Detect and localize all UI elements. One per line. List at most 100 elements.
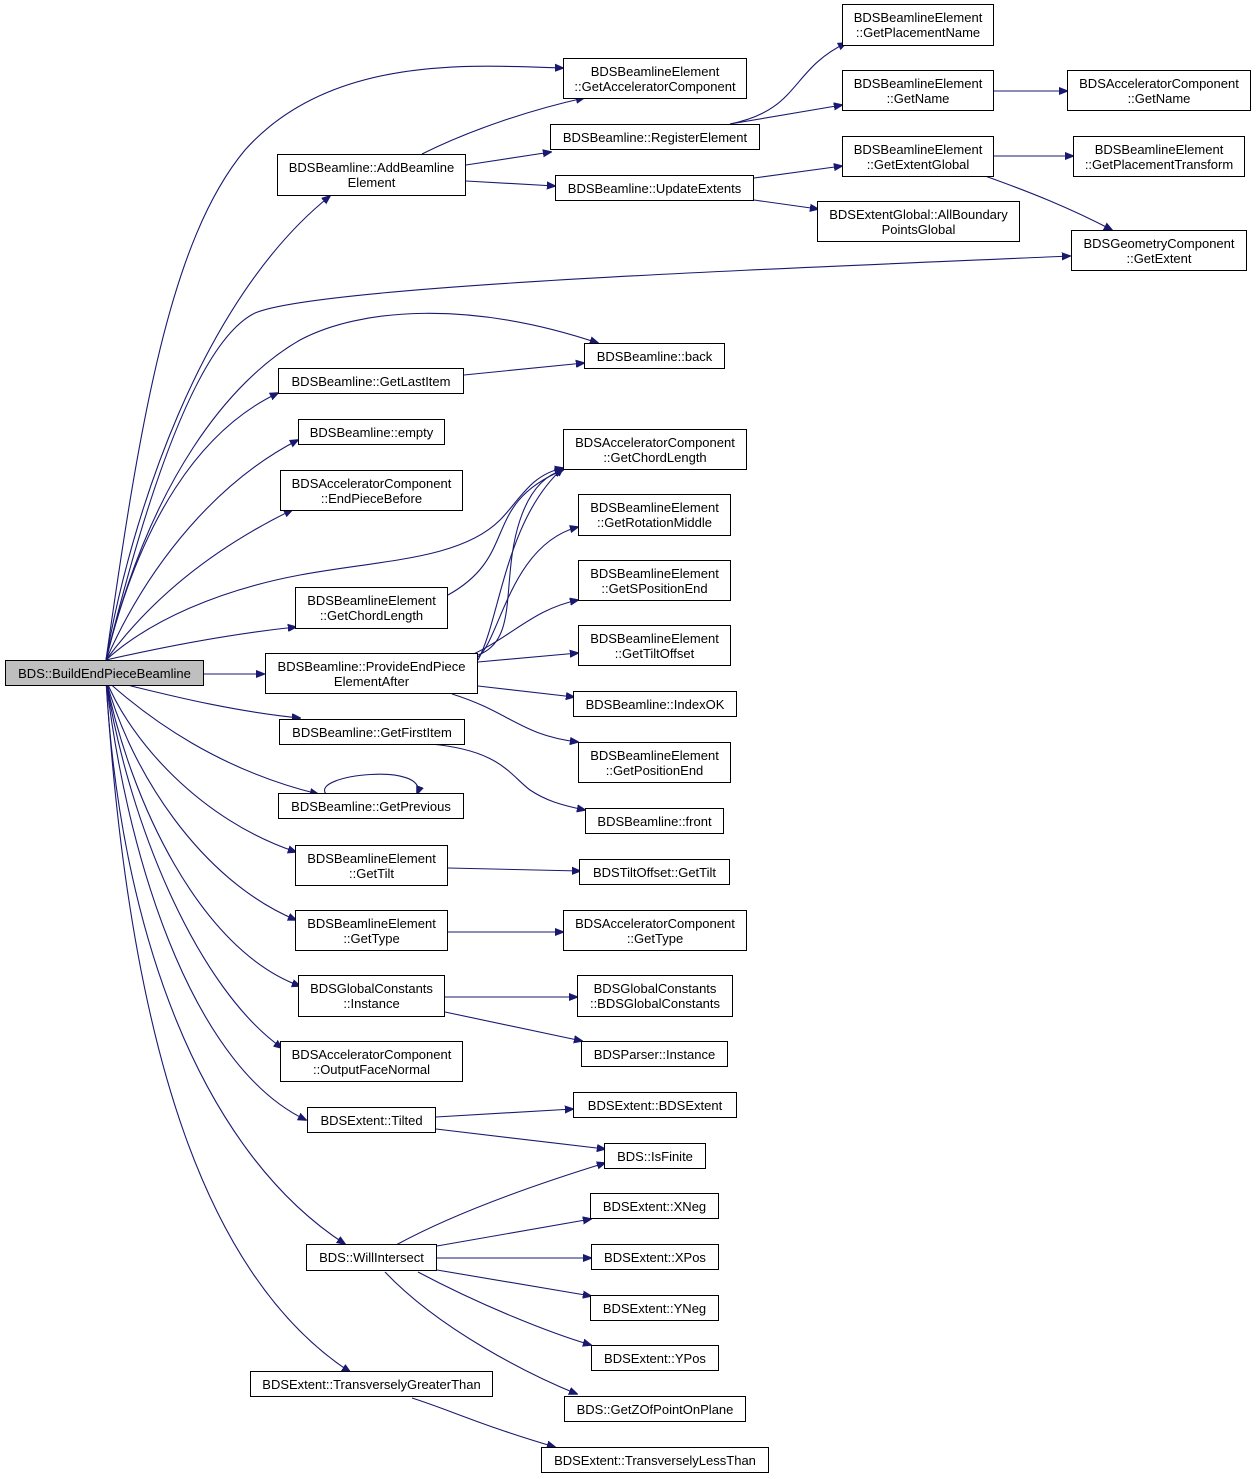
node-label: BDSParser::Instance: [593, 1046, 716, 1062]
node-ble-get-tilt-offset[interactable]: BDSBeamlineElement::GetTiltOffset: [578, 625, 731, 666]
edge-root-global-instance: [105, 679, 300, 986]
node-tilt-offset-get-tilt[interactable]: BDSTiltOffset::GetTilt: [579, 859, 730, 885]
node-ble-get-placement-name[interactable]: BDSBeamlineElement::GetPlacementName: [842, 4, 994, 46]
node-ble-get-accelerator-component[interactable]: BDSBeamlineElement::GetAcceleratorCompon…: [563, 58, 747, 99]
edge-last-item-back: [463, 363, 584, 376]
edge-root-empty: [105, 440, 298, 661]
node-ac-get-type[interactable]: BDSAcceleratorComponent::GetType: [563, 910, 747, 951]
node-label-2: ::GetTiltOffset: [614, 645, 695, 661]
node-get-last-item[interactable]: BDSBeamline::GetLastItem: [278, 368, 464, 394]
node-label: BDSExtent::YNeg: [602, 1300, 707, 1316]
edge-will-xneg: [436, 1219, 591, 1247]
node-label-2: ::GetSPositionEnd: [601, 580, 708, 596]
edge-add-update: [465, 180, 555, 186]
node-ble-get-chord-length[interactable]: BDSBeamlineElement::GetChordLength: [295, 587, 448, 629]
edge-root-geom-extent: [105, 256, 1070, 661]
node-will-intersect[interactable]: BDS::WillIntersect: [306, 1244, 437, 1271]
node-extent-xneg[interactable]: BDSExtent::XNeg: [590, 1193, 719, 1219]
edge-root-tilted: [105, 679, 306, 1120]
node-ble-get-s-position-end[interactable]: BDSBeamlineElement::GetSPositionEnd: [578, 560, 731, 601]
node-label: BDSBeamlineElement: [590, 500, 719, 515]
node-beamline-back[interactable]: BDSBeamline::back: [584, 343, 725, 369]
node-ac-get-chord-length[interactable]: BDSAcceleratorComponent::GetChordLength: [563, 429, 747, 470]
node-label: BDS::BuildEndPieceBeamline: [18, 665, 191, 681]
node-label: BDSBeamlineElement: [853, 141, 983, 157]
node-label-2: ::GetType: [343, 930, 400, 946]
node-label-2: ::GetName: [1127, 90, 1191, 106]
edge-provide-s-position: [459, 600, 578, 661]
node-label: BDS::GetZOfPointOnPlane: [576, 1401, 734, 1417]
node-beamline-front[interactable]: BDSBeamline::front: [585, 808, 724, 834]
node-label-2: ::GetType: [626, 930, 684, 946]
node-label-2: ::BDSGlobalConstants: [589, 996, 721, 1011]
node-label: BDSBeamline::ProvideEndPiece: [277, 658, 466, 674]
node-transversely-greater-than[interactable]: BDSExtent::TransverselyGreaterThan: [250, 1371, 493, 1397]
node-global-constants-ctor[interactable]: BDSGlobalConstants::BDSGlobalConstants: [577, 975, 733, 1017]
node-extent-yneg[interactable]: BDSExtent::YNeg: [590, 1295, 719, 1321]
node-ble-get-extent-global[interactable]: BDSBeamlineElement::GetExtentGlobal: [842, 136, 994, 177]
edge-root-will-intersect: [105, 679, 345, 1244]
node-label: BDS::WillIntersect: [319, 1250, 424, 1265]
node-label-2: ::GetExtentGlobal: [866, 156, 970, 172]
edge-provide-index-ok: [477, 685, 574, 697]
node-parser-instance[interactable]: BDSParser::Instance: [581, 1041, 728, 1067]
edge-will-is-finite: [395, 1163, 605, 1246]
node-ac-get-name[interactable]: BDSAcceleratorComponent::GetName: [1067, 70, 1251, 111]
node-label: BDSBeamline::back: [596, 348, 713, 364]
node-is-finite[interactable]: BDS::IsFinite: [604, 1143, 706, 1169]
node-ble-get-position-end[interactable]: BDSBeamlineElement::GetPositionEnd: [578, 742, 731, 783]
node-label: BDSBeamline::UpdateExtents: [567, 180, 742, 196]
edge-register-ble-name: [729, 105, 842, 125]
edge-first-item-front: [429, 743, 585, 810]
node-label: BDSAcceleratorComponent: [1079, 75, 1239, 91]
node-label: BDSExtentGlobal::AllBoundary: [829, 206, 1008, 222]
node-transversely-less-than[interactable]: BDSExtent::TransverselyLessThan: [541, 1447, 769, 1473]
node-ble-get-tilt[interactable]: BDSBeamlineElement::GetTilt: [295, 845, 448, 886]
node-extent-ypos[interactable]: BDSExtent::YPos: [591, 1345, 719, 1371]
node-ble-get-name[interactable]: BDSBeamlineElement::GetName: [842, 70, 994, 111]
node-get-first-item[interactable]: BDSBeamline::GetFirstItem: [279, 719, 465, 745]
node-ble-get-type[interactable]: BDSBeamlineElement::GetType: [295, 910, 448, 951]
node-beamline-empty[interactable]: BDSBeamline::empty: [298, 419, 445, 445]
node-register-element[interactable]: BDSBeamline::RegisterElement: [550, 124, 760, 150]
edge-will-z-of-point: [384, 1271, 577, 1394]
edge-provide-tilt-offset: [477, 653, 578, 663]
node-label: BDSAcceleratorComponent: [575, 915, 735, 931]
node-label: BDSBeamlineElement: [590, 630, 719, 646]
node-label: BDSBeamlineElement: [853, 10, 983, 25]
node-label: BDSBeamline::GetPrevious: [291, 798, 451, 814]
node-label: BDSExtent::XNeg: [602, 1198, 707, 1214]
node-update-extents[interactable]: BDSBeamline::UpdateExtents: [555, 175, 754, 201]
node-ac-end-piece-before[interactable]: BDSAcceleratorComponent::EndPieceBefore: [280, 470, 463, 511]
node-label: BDSBeamline::AddBeamline: [288, 160, 455, 175]
node-label: BDSBeamlineElement: [307, 593, 436, 608]
node-ble-get-rotation-middle[interactable]: BDSBeamlineElement::GetRotationMiddle: [578, 494, 731, 536]
node-label-2: ::GetAcceleratorComponent: [574, 78, 736, 94]
node-extent-ctor[interactable]: BDSExtent::BDSExtent: [573, 1092, 737, 1118]
node-label-2: PointsGlobal: [881, 221, 956, 237]
node-get-previous[interactable]: BDSBeamline::GetPrevious: [278, 793, 464, 819]
edge-provide-ac-chord-2: [477, 468, 563, 661]
node-build-end-piece-beamline[interactable]: BDS::BuildEndPieceBeamline: [5, 660, 204, 686]
node-ble-get-placement-transform[interactable]: BDSBeamlineElement::GetPlacementTransfor…: [1073, 136, 1245, 177]
node-label: BDSGlobalConstants: [310, 981, 433, 996]
node-label: BDSBeamlineElement: [590, 747, 719, 763]
node-extent-tilted[interactable]: BDSExtent::Tilted: [307, 1107, 436, 1133]
node-global-constants-instance[interactable]: BDSGlobalConstants::Instance: [298, 975, 445, 1017]
node-label: BDSExtent::BDSExtent: [587, 1097, 723, 1113]
node-label: BDSAcceleratorComponent: [291, 1046, 452, 1062]
node-label: BDSBeamline::IndexOK: [585, 696, 725, 712]
node-label: BDSTiltOffset::GetTilt: [592, 864, 717, 880]
node-get-z-of-point-on-plane[interactable]: BDS::GetZOfPointOnPlane: [564, 1396, 746, 1422]
node-index-ok[interactable]: BDSBeamline::IndexOK: [573, 691, 737, 717]
edge-root-output-face: [105, 679, 282, 1048]
node-label: BDSBeamline::GetFirstItem: [292, 724, 452, 740]
edge-root-tilt: [105, 679, 296, 852]
node-ac-output-face-normal[interactable]: BDSAcceleratorComponent::OutputFaceNorma…: [280, 1041, 463, 1082]
node-extent-xpos[interactable]: BDSExtent::XPos: [591, 1244, 719, 1270]
node-geometry-component-get-extent[interactable]: BDSGeometryComponent::GetExtent: [1071, 230, 1247, 271]
